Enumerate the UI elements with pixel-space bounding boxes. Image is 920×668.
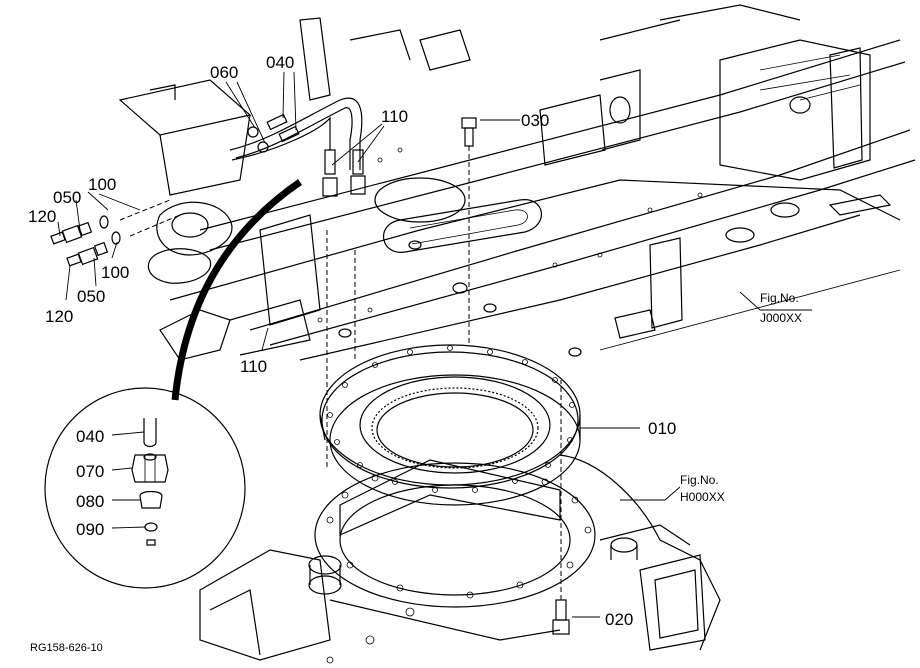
fig-ref-j-label: Fig.No.: [760, 291, 799, 305]
callout-120-bottom: 120: [45, 307, 73, 326]
callout-010: 010: [648, 419, 676, 438]
bearing-bolt-holes: [327, 345, 575, 493]
callout-070: 070: [76, 462, 104, 481]
drawing-code: RG158-626-10: [30, 642, 103, 654]
callout-060: 060: [210, 63, 238, 82]
fitting-upper: [50, 215, 109, 245]
bolt-030: [461, 117, 477, 345]
callout-110-top: 110: [381, 107, 408, 126]
leader-lines: [57, 71, 812, 618]
callout-labels: 060 040 110 030 100 050 120 100 050 120 …: [28, 53, 676, 629]
callout-030: 030: [521, 111, 549, 130]
callout-080: 080: [76, 492, 104, 511]
callout-110-bottom: 110: [240, 357, 267, 376]
fig-ref-h-label: Fig.No.: [680, 473, 719, 487]
callout-100-top: 100: [88, 175, 116, 194]
bolt-020: [552, 380, 570, 635]
lower-frame: [199, 454, 721, 664]
figure-ref-j: Fig.No. J000XX: [760, 291, 802, 325]
callout-050-bottom: 050: [77, 287, 105, 306]
upper-frame: [118, 4, 916, 361]
callout-040-detail: 040: [76, 427, 104, 446]
fig-ref-h-code: H000XX: [680, 490, 725, 504]
detail-view: [44, 179, 302, 589]
callout-020: 020: [605, 610, 633, 629]
callout-090: 090: [76, 520, 104, 539]
callout-050-top: 050: [53, 188, 81, 207]
frame-holes: [317, 147, 703, 323]
fitting-lower: [66, 231, 121, 267]
slewing-bearing: [319, 344, 581, 506]
callout-100-bottom: 100: [101, 263, 129, 282]
figure-ref-h: Fig.No. H000XX: [680, 473, 725, 504]
callout-040-top: 040: [266, 53, 294, 72]
callout-120-top: 120: [28, 207, 56, 226]
hydraulic-lines: [229, 97, 366, 197]
left-fittings: [50, 199, 181, 267]
fig-ref-j-code: J000XX: [760, 311, 802, 325]
